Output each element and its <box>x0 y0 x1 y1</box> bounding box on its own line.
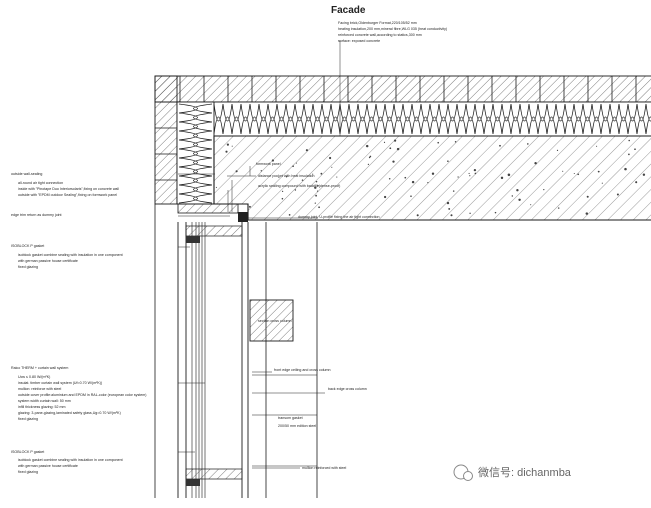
watermark-text: 微信号: dichanmba <box>478 465 572 479</box>
callout-transom-gasket: transom gasket <box>278 416 303 420</box>
note-item: glazing: 3-pane-glazing,laminated safety… <box>18 411 121 415</box>
note-item: isoblock gasket combine sealing with ins… <box>18 253 123 257</box>
facade-notes: Facing brick,Oldenburger Format,220/105/… <box>338 21 447 43</box>
right-notes: formwork panel distance pocket with heat… <box>256 162 380 470</box>
note-heading: outside wall-sealing <box>11 172 42 176</box>
callout-steel-section: 200/50 mm edition steel <box>278 424 316 428</box>
concrete-slab <box>213 135 651 221</box>
glazing-gasket-bottom <box>185 468 243 486</box>
glazing-gasket-top <box>185 225 243 243</box>
callout-back-edge: back edge cross column <box>328 387 367 391</box>
watermark: 微信号: dichanmba <box>453 464 572 481</box>
callout-formwork-panel: formwork panel <box>256 162 281 166</box>
note-item: Ucw ≤ 0.80 W/(m²K) <box>18 375 50 379</box>
note-item: with german passive house certificate <box>18 259 78 263</box>
note-item: insulat. timber curtain wall system (Uf=… <box>18 381 102 385</box>
note-item: mullion: reinforce with steel <box>18 387 62 391</box>
callout-front-edge: front edge ceiling and cross column <box>274 368 331 372</box>
facade-note: heating insulation,200 mm,mineral fibre,… <box>338 27 447 31</box>
curtain-wall-section <box>154 204 249 498</box>
note-heading: Raico THERM + curtain wall system <box>11 366 68 370</box>
note-item: infill thickness glazing: 52 mm <box>18 405 66 409</box>
note-item: isoblock gasket combine sealing with ins… <box>18 458 123 462</box>
note-heading: ISOBLOCK P gasket <box>11 244 44 248</box>
note-item: all-round air tight connection <box>18 181 63 185</box>
cross-column <box>249 222 318 498</box>
note-item: inside with "Pinotape Duo Interiorsolari… <box>18 187 119 191</box>
note-item: fixed glazing <box>18 265 38 269</box>
left-notes: outside wall-sealing all-round air tight… <box>11 172 146 474</box>
note-item: outside cover profile:aluminium and EPDM… <box>18 393 146 397</box>
callout-dummy-joint: dummy joint, U-profile fixing the air ti… <box>298 215 380 219</box>
edge-sealing-pad <box>177 203 239 214</box>
callout-acrylic-sealing: acrylic sealing compound with backfill (… <box>258 184 340 188</box>
leader-lines <box>178 40 341 469</box>
callout-section-column: section cross column <box>258 319 292 323</box>
brick-layer <box>154 75 651 205</box>
callout-mullion-steel: mullion reinforced with steel <box>302 466 347 470</box>
wechat-icon-bubble <box>463 471 473 481</box>
note-heading: ISOBLOCK P gasket <box>11 450 44 454</box>
note-item: outside with "EPDM outdoor Sealing",fixi… <box>18 193 117 197</box>
note-item: fixed glazing <box>18 417 38 421</box>
facade-note: Facing brick,Oldenburger Format,220/105/… <box>338 21 417 25</box>
note-item: with german passive house certificate <box>18 464 78 468</box>
note-item: fixed glazing <box>18 470 38 474</box>
drawing-title: Facade <box>331 5 366 16</box>
note-item: system width curtain wall: 50 mm <box>18 399 71 403</box>
note-heading: edge trim return as dummy joint <box>11 213 62 217</box>
insulation-layer <box>176 101 651 205</box>
facade-note: reinforced concrete wall,according to st… <box>338 33 422 37</box>
callout-distance-pocket: distance pocket with heat insulation <box>258 174 315 178</box>
facade-note: surface: exposed concrete <box>338 39 380 43</box>
u-profile <box>238 212 248 222</box>
